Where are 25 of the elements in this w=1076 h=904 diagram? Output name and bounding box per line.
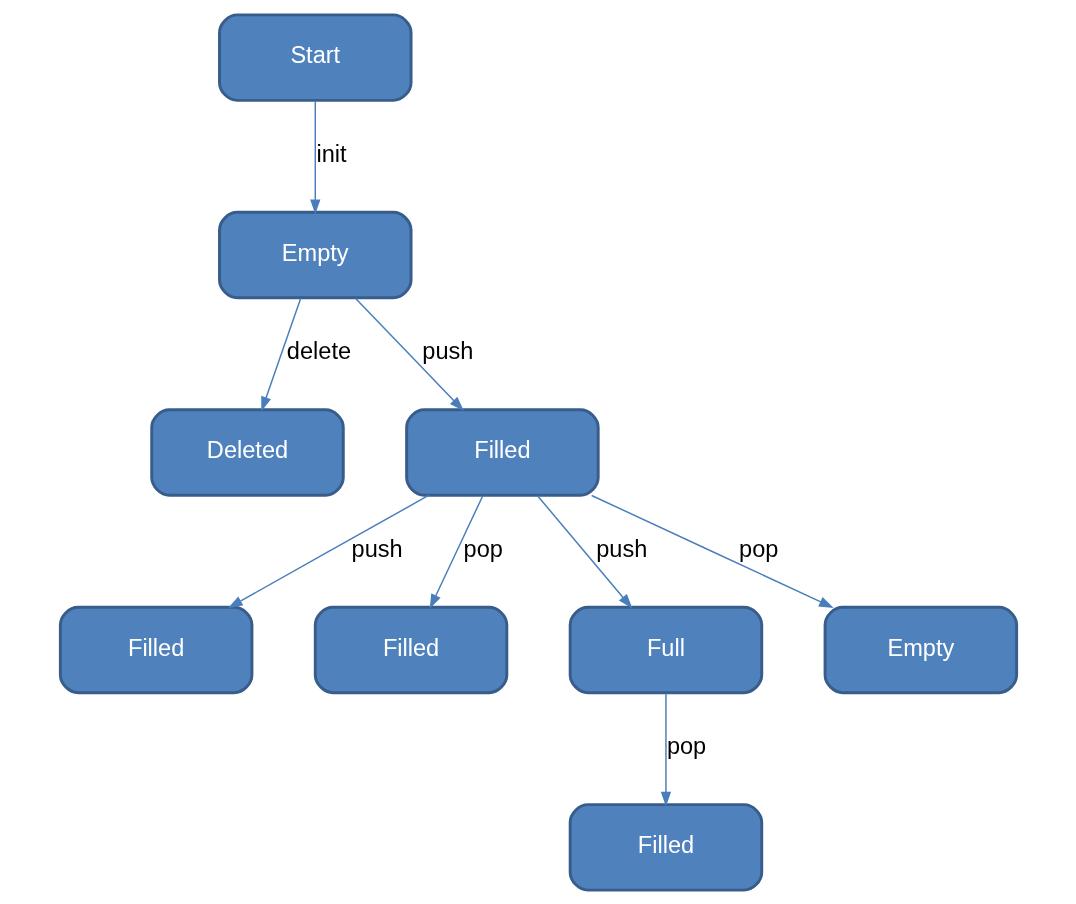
arrow (227, 494, 429, 608)
arrow (536, 494, 632, 608)
node-box: Filled (58, 605, 253, 694)
node-box: Deleted (149, 407, 345, 497)
arrow (354, 297, 464, 411)
arrow (429, 494, 484, 609)
edge-label: push (351, 535, 403, 562)
arrow (309, 99, 320, 214)
edge-label: init (315, 140, 347, 167)
edge-label: push (421, 337, 473, 364)
arrow (260, 297, 301, 411)
node-box: Empty (217, 210, 413, 299)
node-box: Start (217, 12, 413, 102)
node-box: Filled (313, 605, 508, 694)
arrow (660, 691, 671, 806)
edge-label: push (595, 535, 647, 562)
node-box: Filled (404, 407, 600, 497)
node-box: Empty (823, 605, 1018, 694)
arrow (590, 494, 834, 608)
edge-label: pop (738, 535, 778, 562)
node-box: Filled (568, 802, 763, 892)
edge-label: pop (666, 732, 706, 759)
edge-label: delete (286, 337, 351, 364)
node-box: Full (568, 605, 763, 694)
edge-label: pop (463, 535, 503, 562)
